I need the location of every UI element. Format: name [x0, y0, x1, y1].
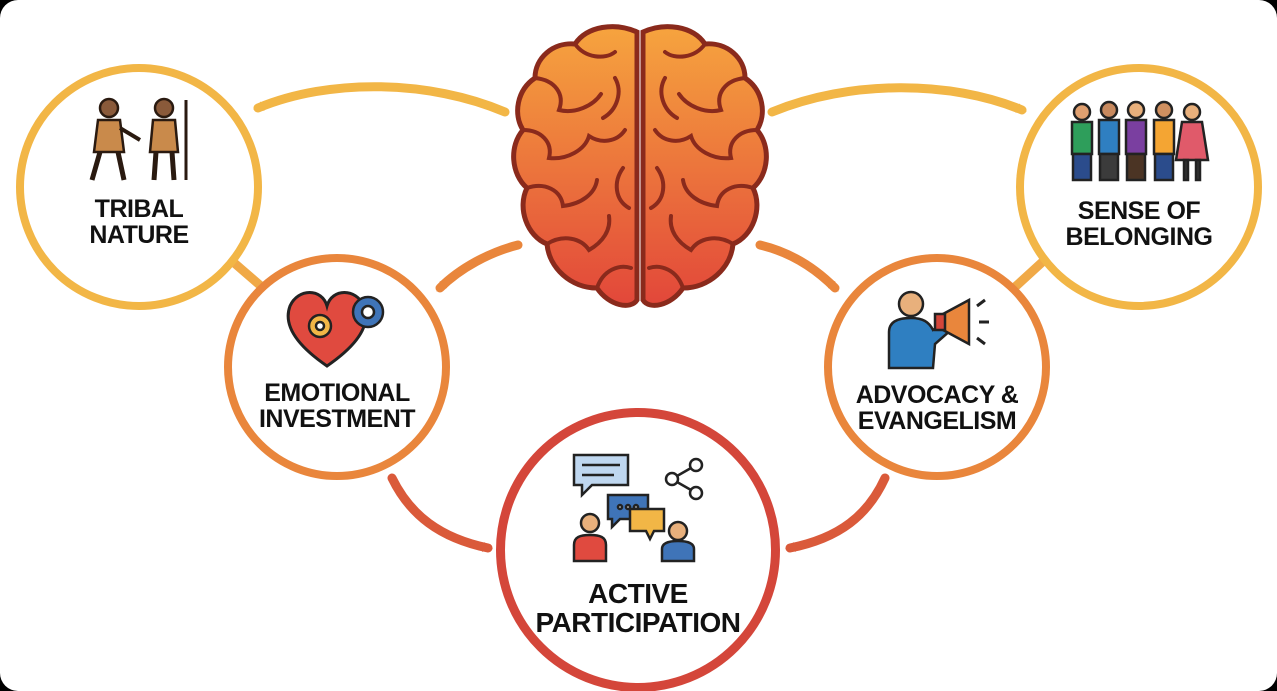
node-tribal-nature: TRIBAL NATURE	[16, 64, 262, 310]
active-line2: PARTICIPATION	[535, 607, 741, 639]
belonging-line1: SENSE OF	[1077, 197, 1201, 225]
node-advocacy-label: ADVOCACY & EVANGELISM	[832, 382, 1042, 435]
arrow-brain-to-emotional	[435, 240, 523, 293]
arrow-emotional-to-active	[387, 473, 493, 553]
tribal-line1: TRIBAL	[94, 195, 184, 223]
arrow-advocacy-to-active	[785, 473, 890, 553]
node-sense-of-belonging: SENSE OF BELONGING	[1016, 64, 1262, 310]
advocacy-line1: ADVOCACY &	[855, 381, 1019, 409]
node-belonging-label: SENSE OF BELONGING	[1024, 198, 1254, 251]
brain-icon	[505, 18, 775, 323]
node-emotional-investment: EMOTIONAL INVESTMENT	[224, 254, 450, 480]
arrow-brain-to-tribal	[253, 82, 510, 117]
heart-gears-icon	[282, 282, 392, 377]
arrow-brain-to-advocacy	[755, 240, 840, 293]
megaphone-person-icon	[877, 286, 997, 375]
tribal-line2: NATURE	[89, 221, 189, 250]
group-of-people-icon	[1064, 98, 1214, 189]
arrow-brain-to-belonging	[767, 83, 1027, 117]
node-active-participation: ACTIVE PARTICIPATION	[496, 408, 780, 691]
cave-people-icon	[74, 94, 204, 189]
belonging-line2: BELONGING	[1065, 223, 1213, 252]
node-tribal-label: TRIBAL NATURE	[24, 196, 254, 249]
node-emotional-label: EMOTIONAL INVESTMENT	[232, 380, 442, 433]
node-advocacy-evangelism: ADVOCACY & EVANGELISM	[824, 254, 1050, 480]
advocacy-line2: EVANGELISM	[857, 407, 1017, 436]
node-active-label: ACTIVE PARTICIPATION	[505, 579, 771, 638]
emotional-line1: EMOTIONAL	[264, 379, 410, 407]
conversation-share-icon	[568, 451, 708, 568]
active-line1: ACTIVE	[588, 578, 688, 609]
emotional-line2: INVESTMENT	[258, 405, 416, 434]
